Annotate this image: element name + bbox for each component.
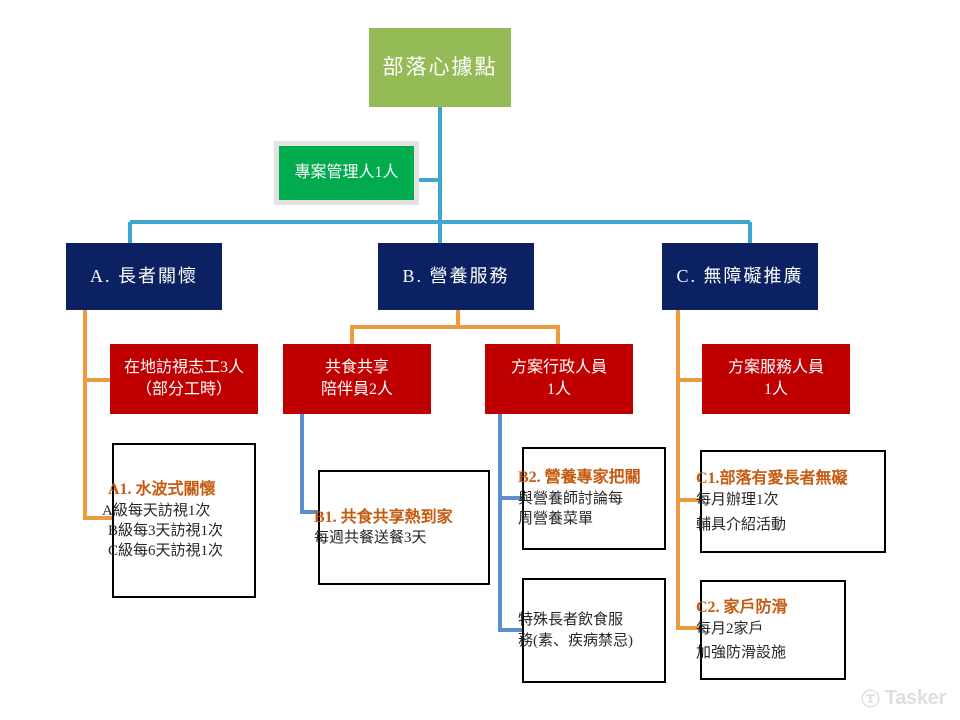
node-project-manager-label: 專案管理人1人	[294, 164, 399, 182]
watermark: Tasker	[861, 687, 946, 710]
node-staff-a-line2: （部分工時）	[135, 381, 232, 398]
node-staff-a-line1: 在地訪視志工3人	[123, 359, 244, 377]
card-a1-header: A1. 水波式關懷	[108, 481, 216, 499]
card-c2-header: C2. 家戶防滑	[696, 598, 788, 616]
node-category-b-label: B. 營養服務	[402, 266, 510, 287]
node-staff-b2-line2: 1人	[546, 381, 571, 398]
card-b2-line-2: 周營養菜單	[518, 511, 594, 528]
node-staff-b1[interactable]: 共食共享 陪伴員2人	[283, 344, 431, 414]
card-b2-header: B2. 營養專家把關	[518, 469, 641, 487]
card-c1[interactable]: C1.部落有愛長者無礙 每月辦理1次 輔具介紹活動	[696, 450, 886, 553]
card-c1-header: C1.部落有愛長者無礙	[696, 469, 848, 487]
card-b1-content: B1. 共食共享熱到家 每週共餐送餐3天	[314, 507, 488, 549]
node-root-label: 部落心據點	[382, 55, 498, 80]
card-a1[interactable]: A1. 水波式關懷 A級每天訪視1次 B級每3天訪視1次 C級每6天訪視1次	[102, 443, 256, 598]
card-c1-line-1: 每月辦理1次	[696, 491, 779, 508]
wire-b-bus-right	[458, 325, 560, 344]
card-c2-line-2: 加強防滑設施	[696, 644, 787, 661]
card-b1-header: B1. 共食共享熱到家	[314, 508, 453, 526]
node-staff-c-line1: 方案服務人員	[727, 359, 824, 377]
wire-a-to-staff	[83, 310, 110, 382]
card-c2-line-1: 每月2家戶	[696, 620, 764, 637]
card-b3[interactable]: 特殊長者飲食服 務(素、疾病禁忌)	[518, 578, 666, 683]
node-project-manager[interactable]: 專案管理人1人	[274, 141, 419, 205]
node-category-c[interactable]: C. 無障礙推廣	[662, 243, 818, 310]
wire-b-bus-left	[350, 310, 460, 344]
node-staff-a[interactable]: 在地訪視志工3人 （部分工時）	[110, 344, 258, 414]
node-staff-b1-line2: 陪伴員2人	[320, 381, 393, 398]
node-staff-c[interactable]: 方案服務人員 1人	[702, 344, 850, 414]
card-b2-content: B2. 營養專家把關 與營養師討論每 周營養菜單	[518, 467, 664, 529]
card-c1-line-2: 輔具介紹活動	[696, 516, 787, 533]
node-staff-b2[interactable]: 方案行政人員 1人	[485, 344, 633, 414]
card-b3-line-2: 務(素、疾病禁忌)	[518, 632, 633, 649]
card-b1[interactable]: B1. 共食共享熱到家 每週共餐送餐3天	[314, 470, 490, 585]
node-staff-b1-line1: 共食共享	[324, 359, 389, 377]
node-category-a[interactable]: A. 長者關懷	[66, 243, 222, 310]
wire-c-to-staff	[676, 310, 702, 382]
card-a1-line-1: A級每天訪視1次	[102, 502, 211, 519]
card-a1-line-2: B級每3天訪視1次	[108, 523, 224, 540]
card-c2-content: C2. 家戶防滑 每月2家戶 加強防滑設施	[696, 597, 844, 663]
card-b3-content: 特殊長者飲食服 務(素、疾病禁忌)	[518, 610, 664, 651]
wire-bstaff2-to-b3	[498, 498, 522, 632]
card-b3-line-1: 特殊長者飲食服	[518, 612, 624, 629]
card-b2-line-1: 與營養師討論每	[518, 491, 624, 508]
card-c1-content: C1.部落有愛長者無礙 每月辦理1次 輔具介紹活動	[696, 468, 884, 535]
wire-a-to-a1	[83, 380, 112, 520]
card-c2[interactable]: C2. 家戶防滑 每月2家戶 加強防滑設施	[696, 580, 846, 680]
wire-c-to-c2	[676, 500, 700, 630]
watermark-text: Tasker	[884, 687, 947, 709]
node-category-c-label: C. 無障礙推廣	[676, 266, 804, 287]
node-staff-c-line2: 1人	[763, 381, 788, 398]
card-a1-content: A1. 水波式關懷 A級每天訪視1次 B級每3天訪視1次 C級每6天訪視1次	[102, 479, 254, 561]
card-a1-line-3: C級每6天訪視1次	[108, 543, 224, 560]
node-category-b[interactable]: B. 營養服務	[378, 243, 534, 310]
card-b1-line-1: 每週共餐送餐3天	[314, 530, 427, 547]
node-root[interactable]: 部落心據點	[369, 28, 511, 107]
wire-bstaff1-to-b1	[300, 414, 318, 514]
node-category-a-label: A. 長者關懷	[90, 266, 198, 287]
node-staff-b2-line1: 方案行政人員	[510, 359, 607, 377]
card-b2[interactable]: B2. 營養專家把關 與營養師討論每 周營養菜單	[518, 447, 666, 550]
tasker-logo-icon	[861, 689, 880, 708]
